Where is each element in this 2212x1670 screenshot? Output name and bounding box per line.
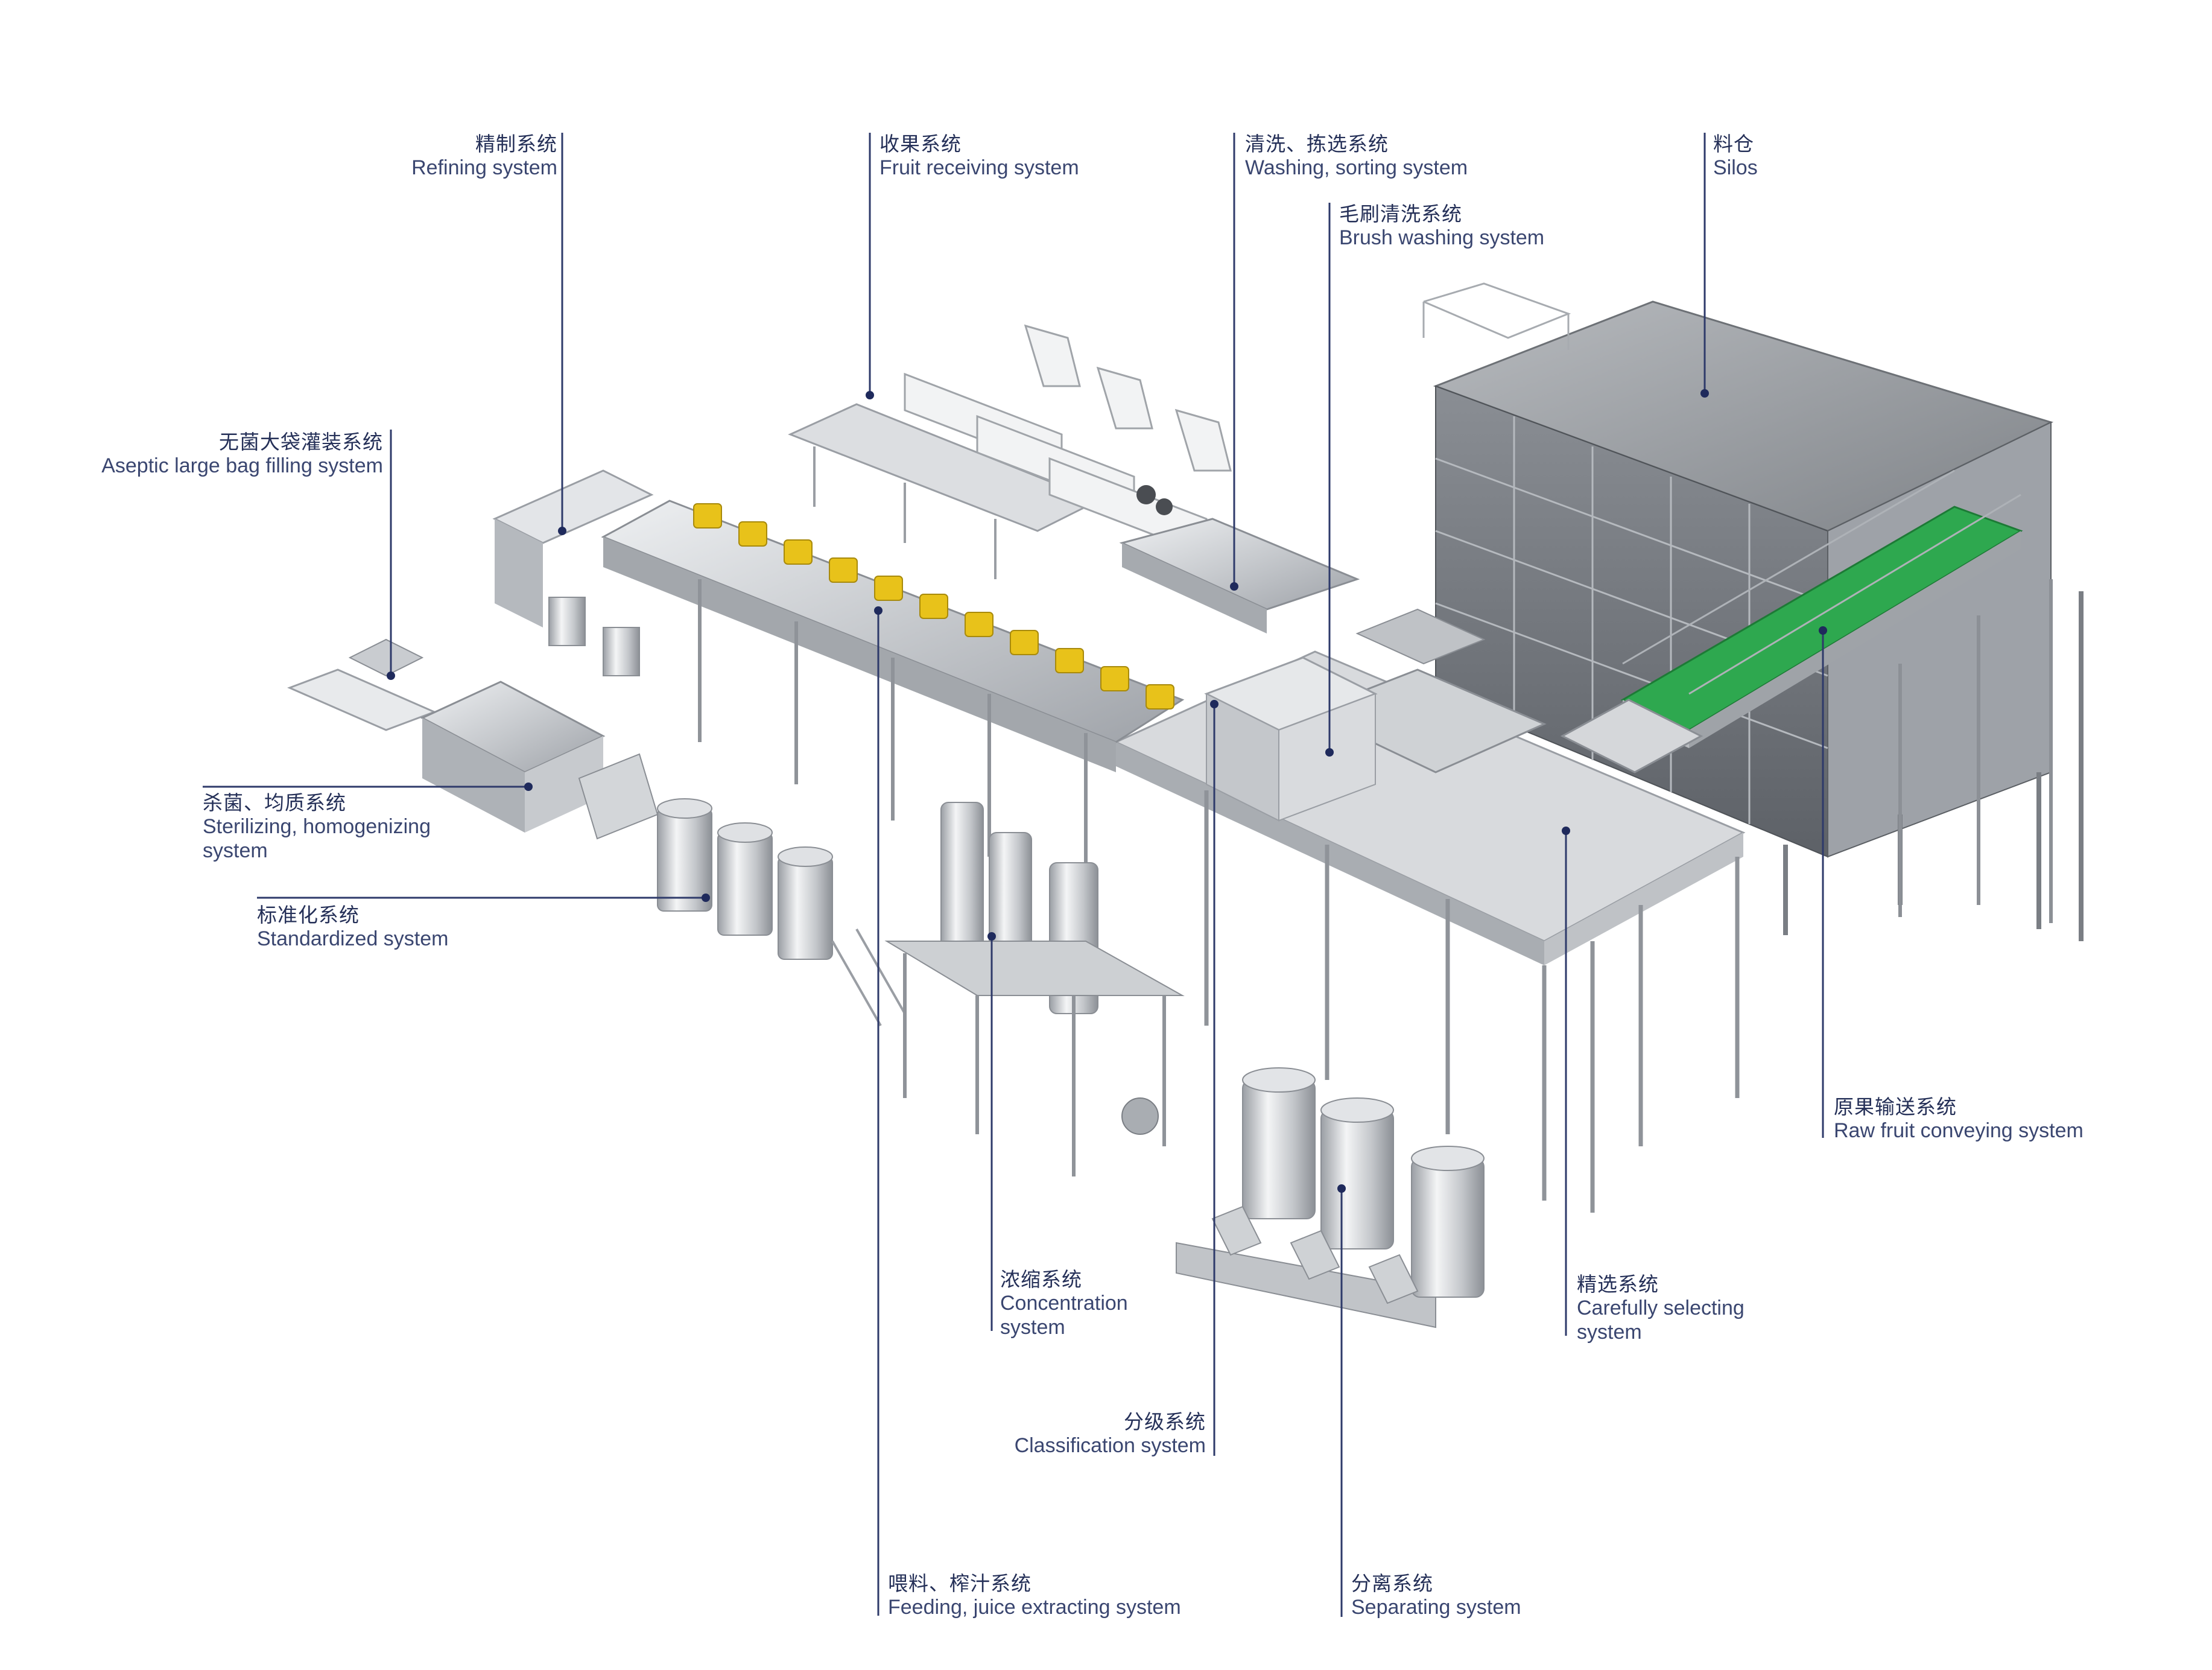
label-raw-fruit-cn: 原果输送系统 [1834,1095,1957,1119]
label-fruit-receiving: 收果系统 Fruit receiving system [879,134,1079,178]
label-aseptic-en: Aseptic large bag filling system [101,454,383,477]
label-separating-en: Separating system [1351,1596,1521,1619]
label-fruit-receiving-cn: 收果系统 [879,132,962,156]
label-concentration: 浓缩系统 Concentration system [1000,1269,1128,1338]
label-separating-cn: 分离系统 [1351,1572,1433,1595]
label-separating: 分离系统 Separating system [1351,1573,1521,1618]
label-concentration-en: Concentration [1000,1292,1128,1315]
label-fruit-receiving-en: Fruit receiving system [879,156,1079,179]
label-standardized: 标准化系统 Standardized system [257,905,449,949]
label-raw-fruit-en: Raw fruit conveying system [1834,1119,2084,1142]
sterilizer-unit [420,681,659,840]
label-standardized-en: Standardized system [257,927,449,950]
concentration-evaporators [884,802,1185,1176]
label-silos-cn: 料仓 [1713,132,1754,156]
label-silos: 料仓 Silos [1713,134,1758,178]
leader-lines [203,133,1827,1617]
standardized-tanks [657,798,906,1026]
label-classification: 分级系统 Classification system [1015,1412,1206,1456]
label-carefully-selecting-cn: 精选系统 [1577,1272,1659,1296]
label-feeding-cn: 喂料、榨汁系统 [888,1572,1032,1595]
refining-unit [492,469,654,676]
label-concentration-en2: system [1000,1316,1065,1339]
label-carefully-selecting-en2: system [1577,1321,1642,1344]
label-brush-washing-en: Brush washing system [1339,226,1545,249]
label-raw-fruit: 原果输送系统 Raw fruit conveying system [1834,1097,2084,1141]
label-carefully-selecting: 精选系统 Carefully selecting system [1577,1274,1745,1342]
label-sterilizing: 杀菌、均质系统 Sterilizing, homogenizing system [203,793,431,861]
label-refining-cn: 精制系统 [475,132,557,156]
label-refining: 精制系统 Refining system [411,134,557,178]
label-aseptic-cn: 无菌大袋灌装系统 [219,430,383,454]
label-refining-en: Refining system [411,156,557,179]
label-concentration-cn: 浓缩系统 [1000,1268,1082,1291]
label-silos-en: Silos [1713,156,1758,179]
label-washing-sorting: 清洗、拣选系统 Washing, sorting system [1245,134,1468,178]
label-brush-washing: 毛刷清洗系统 Brush washing system [1339,204,1544,248]
label-feeding-en: Feeding, juice extracting system [888,1596,1181,1619]
label-washing-sorting-cn: 清洗、拣选系统 [1245,132,1389,156]
classification-unit [1204,656,1378,822]
label-classification-en: Classification system [1014,1434,1206,1457]
label-sterilizing-cn: 杀菌、均质系统 [203,791,346,814]
label-sterilizing-en2: system [203,839,268,862]
aseptic-filler [287,638,437,731]
label-classification-cn: 分级系统 [1124,1410,1206,1433]
juicer-line [601,500,1185,893]
label-brush-washing-cn: 毛刷清洗系统 [1339,202,1462,226]
label-washing-sorting-en: Washing, sorting system [1245,156,1468,179]
label-carefully-selecting-en: Carefully selecting [1577,1297,1745,1319]
separating-tanks [1176,1067,1485,1329]
label-sterilizing-en: Sterilizing, homogenizing [203,815,431,838]
label-standardized-cn: 标准化系统 [257,903,360,927]
label-aseptic: 无菌大袋灌装系统 Aseptic large bag filling syste… [101,432,383,476]
label-feeding: 喂料、榨汁系统 Feeding, juice extracting system [888,1573,1181,1618]
